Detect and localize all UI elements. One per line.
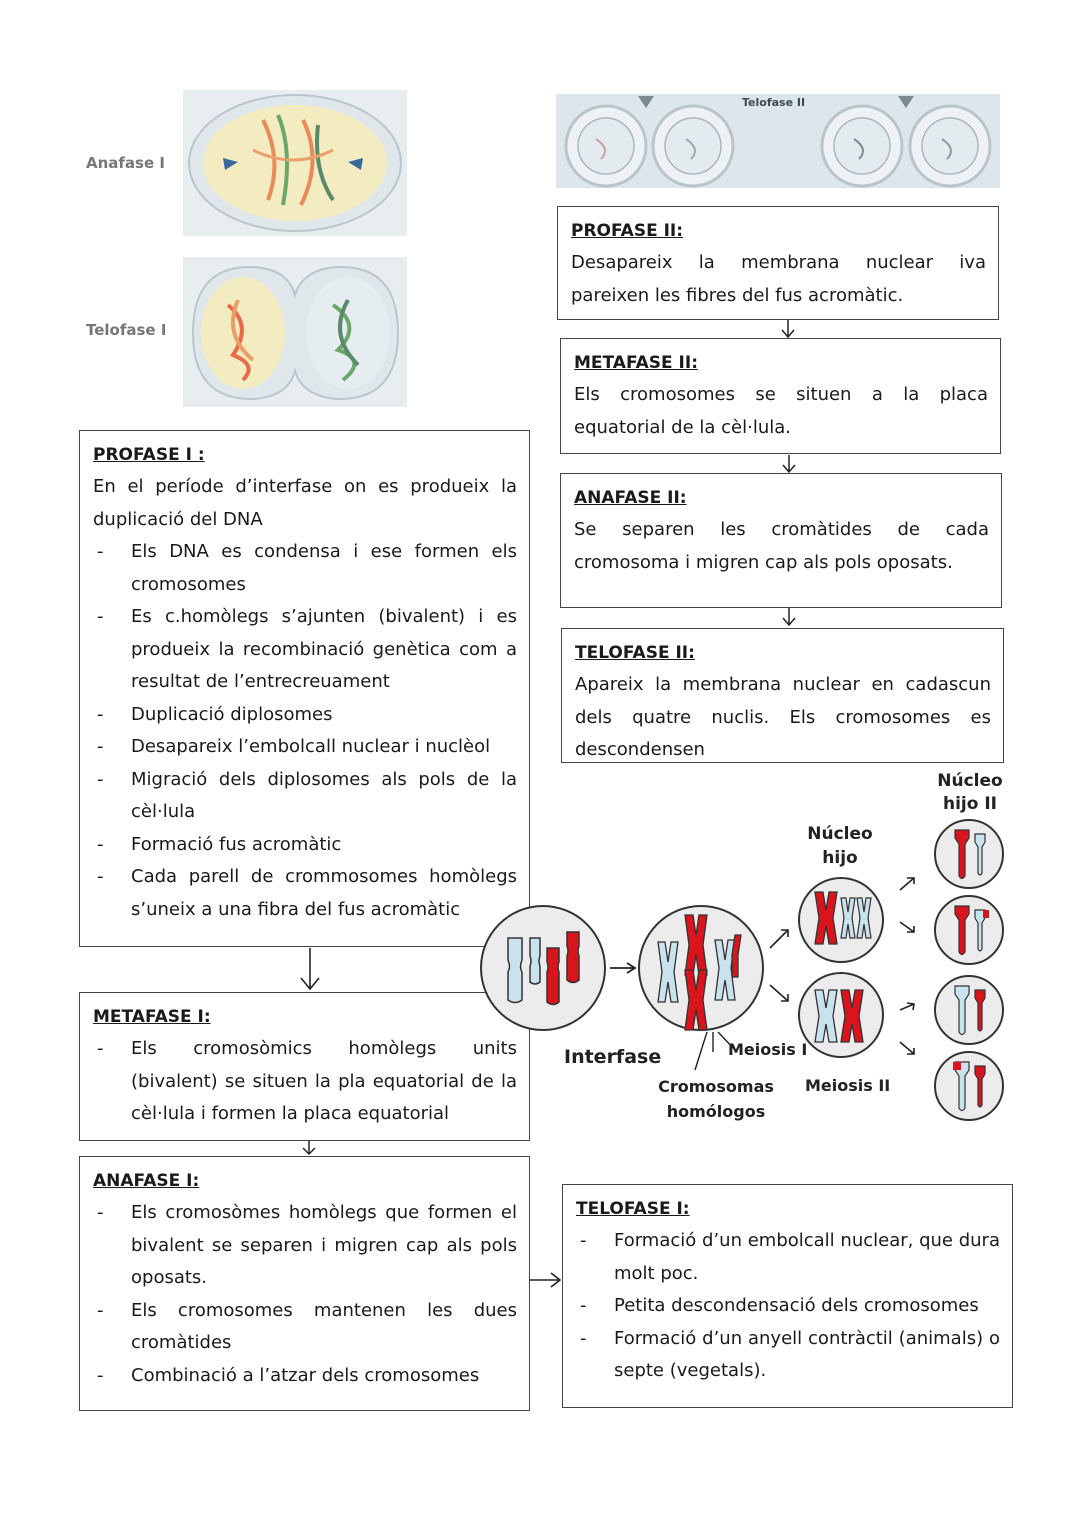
arrow-down-icon xyxy=(302,1141,316,1156)
anafase-ii-text: Se separen les cromàtides de cada cromos… xyxy=(574,519,989,573)
daughter-cell-1 xyxy=(934,819,1004,889)
anafase-ii-title: ANAFASE II: xyxy=(574,488,687,508)
list-item: Formació d’un embolcall nuclear, que dur… xyxy=(576,1225,1000,1290)
telofase-ii-figure: Telofase II xyxy=(556,94,1000,188)
profase-i-box: PROFASE I : En el període d’interfase on… xyxy=(79,430,530,947)
anafase-i-list: Els cromosòmes homòlegs que formen el bi… xyxy=(93,1197,517,1392)
list-item: Duplicació diplosomes xyxy=(93,699,517,732)
anafase-i-cell-image xyxy=(183,90,407,236)
list-item: Cada parell de crommosomes homòlegs s’un… xyxy=(93,861,517,926)
daughter-cell-4 xyxy=(934,1051,1004,1121)
profase-ii-title: PROFASE II: xyxy=(571,221,684,241)
metafase-i-title: METAFASE I: xyxy=(93,1007,211,1027)
cromosomas-homologos-label: Cromosomas homólogos xyxy=(658,1077,774,1121)
metafase-ii-title: METAFASE II: xyxy=(574,353,699,373)
metafase-i-list: Els cromosòmics homòlegs units (bivalent… xyxy=(93,1033,517,1131)
nucleo-hijo-cell-top xyxy=(798,877,884,963)
telofase-i-figure: Telofase I xyxy=(78,255,413,410)
telofase-i-list: Formació d’un embolcall nuclear, que dur… xyxy=(576,1225,1000,1388)
telofase-i-title: TELOFASE I: xyxy=(576,1199,690,1219)
anafase-i-box: ANAFASE I: Els cromosòmes homòlegs que f… xyxy=(79,1156,530,1411)
profase-i-list: Els DNA es condensa i ese formen els cro… xyxy=(93,536,517,926)
arrow-down-icon xyxy=(781,320,795,339)
metafase-i-box: METAFASE I: Els cromosòmics homòlegs uni… xyxy=(79,992,530,1141)
arrow-down-icon xyxy=(782,608,796,627)
list-item: Els DNA es condensa i ese formen els cro… xyxy=(93,536,517,601)
nucleo-hijo-label: Núcleo hijo xyxy=(807,824,873,868)
list-item: Desapareix l’embolcall nuclear i nuclèol xyxy=(93,731,517,764)
daughter-cell-3 xyxy=(934,975,1004,1045)
list-item: Els cromosomes mantenen les dues cromàti… xyxy=(93,1295,517,1360)
anafase-i-title: ANAFASE I: xyxy=(93,1171,200,1191)
list-item: Combinació a l’atzar dels cromosomes xyxy=(93,1360,517,1393)
interfase-label: Interfase xyxy=(564,1046,662,1068)
telofase-i-box: TELOFASE I: Formació d’un embolcall nucl… xyxy=(562,1184,1013,1408)
nucleo-hijo-ii-label: Núcleo hijo II xyxy=(937,771,1003,814)
list-item: Els cromosòmics homòlegs units (bivalent… xyxy=(93,1033,517,1131)
metafase-ii-box: METAFASE II: Els cromosomes se situen a … xyxy=(560,338,1001,454)
list-item: Migració dels diplosomes als pols de la … xyxy=(93,764,517,829)
metafase-ii-text: Els cromosomes se situen a la placa equa… xyxy=(574,384,988,438)
telofase-ii-box: TELOFASE II: Apareix la membrana nuclear… xyxy=(561,628,1004,763)
anafase-i-figure: Anafase I xyxy=(78,80,413,240)
telofase-i-label: Telofase I xyxy=(86,321,167,339)
list-item: Els cromosòmes homòlegs que formen el bi… xyxy=(93,1197,517,1295)
anafase-ii-box: ANAFASE II: Se separen les cromàtides de… xyxy=(560,473,1002,608)
telofase-ii-title: TELOFASE II: xyxy=(575,643,695,663)
arrow-down-icon xyxy=(782,455,796,474)
profase-i-intro: En el període d’interfase on es produeix… xyxy=(93,476,517,530)
telofase-i-cell-image xyxy=(183,257,407,407)
meiosis-i-label: Meiosis I xyxy=(728,1040,808,1059)
anafase-i-label: Anafase I xyxy=(86,154,165,172)
meiosis-ii-label: Meiosis II xyxy=(805,1076,891,1095)
meiosis-diagram xyxy=(480,819,1004,1121)
list-item: Formació fus acromàtic xyxy=(93,829,517,862)
arrow-right-icon xyxy=(529,1272,562,1288)
profase-ii-box: PROFASE II: Desapareix la membrana nucle… xyxy=(557,206,999,320)
nucleo-hijo-cell-bottom xyxy=(798,972,884,1058)
telofase-ii-text: Apareix la membrana nuclear en cadascun … xyxy=(575,674,991,760)
profase-ii-text: Desapareix la membrana nuclear iva parei… xyxy=(571,252,986,306)
interfase-cell xyxy=(480,905,606,1031)
list-item: Es c.homòlegs s’ajunten (bivalent) i es … xyxy=(93,601,517,699)
telofase-ii-label: Telofase II xyxy=(742,96,806,109)
list-item: Formació d’un anyell contràctil (animals… xyxy=(576,1323,1000,1388)
telofase-ii-cells-image xyxy=(556,94,1000,188)
meiosis-i-cell xyxy=(638,905,764,1031)
daughter-cell-2 xyxy=(934,895,1004,965)
arrow-down-icon xyxy=(300,948,320,991)
profase-i-title: PROFASE I : xyxy=(93,445,205,465)
list-item: Petita descondensació dels cromosomes xyxy=(576,1290,1000,1323)
